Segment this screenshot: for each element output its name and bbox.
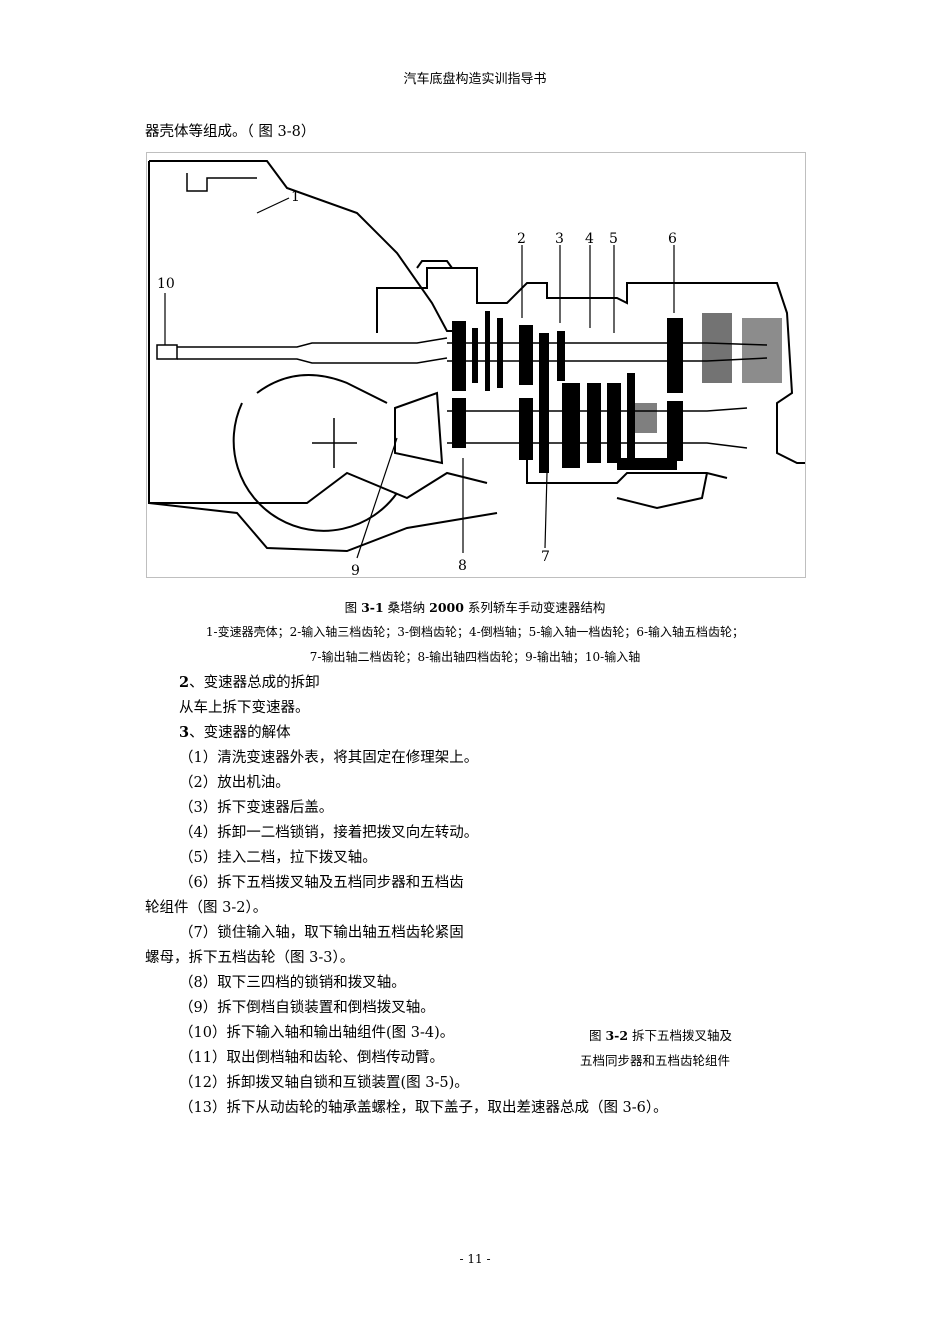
figure-3-2-caption-line-2: 五档同步器和五档齿轮组件: [580, 1053, 731, 1068]
side-caption-number: 3-2: [605, 1028, 629, 1043]
page-number: - 11 -: [459, 1252, 491, 1266]
differential-arc-top: [256, 374, 388, 404]
step-2: （2）放出机油。: [179, 775, 290, 791]
step-11: （11）取出倒档轴和齿轮、倒档传动臂。: [179, 1050, 444, 1066]
housing-bottom: [148, 502, 498, 553]
section-2-number: 2: [179, 674, 190, 691]
step-8: （8）取下三四档的锁销和拨叉轴。: [179, 975, 406, 991]
input-shaft-bottom: [177, 357, 448, 364]
step-13: （13）拆下从动齿轮的轴承盖螺栓，取下盖子，取出差速器总成（图 3-6）。: [179, 1100, 668, 1116]
caption-suffix: 系列轿车手动变速器结构: [463, 600, 606, 615]
label-2: 2: [517, 231, 526, 247]
caption-legend-line-1: 1-变速器壳体；2-输入轴三档齿轮；3-倒档齿轮；4-倒档轴；5-输入轴一档齿轮…: [205, 625, 745, 639]
lower-casing: [526, 453, 728, 484]
step-3: （3）拆下变速器后盖。: [179, 800, 334, 816]
transmission-drawing: 1 2 3 4 5 6 7 8 9 10: [148, 160, 805, 577]
label-10: 10: [157, 276, 175, 292]
lower-casing-ring: [616, 472, 708, 510]
housing-flange: [186, 173, 257, 192]
caption-number: 3-1: [361, 600, 384, 615]
housing-outline-lower: [148, 161, 488, 504]
step-9: （9）拆下倒档自锁装置和倒档拨叉轴。: [179, 1000, 435, 1016]
label-1: 1: [291, 189, 300, 205]
step-10: （10）拆下输入轴和输出轴组件(图 3-4)。: [179, 1025, 455, 1041]
label-3: 3: [555, 231, 564, 247]
section-2-title: 、变速器总成的拆卸: [189, 675, 320, 691]
label-4: 4: [585, 231, 594, 247]
caption-legend-line-2: 7-输出轴二档齿轮；8-输出轴四档齿轮；9-输出轴；10-输入轴: [309, 650, 641, 664]
section-2-text: 从车上拆下变速器。: [179, 700, 310, 716]
caption-mid: 桑塔纳: [383, 600, 430, 615]
input-shaft-top: [177, 337, 448, 348]
step-6-line-1: （6）拆下五档拨叉轴及五档同步器和五档齿: [179, 875, 464, 891]
caption-prefix: 图: [344, 600, 362, 615]
step-5: （5）挂入二档，拉下拨叉轴。: [179, 850, 377, 866]
page-header: 汽车底盘构造实训指导书: [403, 72, 547, 87]
section-3-number: 3: [179, 724, 190, 741]
pinion-gear: [394, 391, 444, 465]
transmission-diagram: 1 2 3 4 5 6 7 8 9 10: [146, 152, 806, 578]
gear-blocks: [452, 311, 782, 473]
housing-outline-upper: [149, 160, 462, 332]
label-7: 7: [541, 549, 550, 565]
input-shaft-end: [156, 344, 178, 360]
intro-text: 器壳体等组成。（ 图 3-8）: [145, 124, 316, 140]
output-shaft-top: [447, 407, 748, 412]
label-8: 8: [458, 558, 467, 574]
step-1: （1）清洗变速器外表，将其固定在修理架上。: [179, 750, 479, 766]
step-7-line-2: 螺母，拆下五档齿轮（图 3-3）。: [145, 950, 355, 966]
step-12: （12）拆卸拨叉轴自锁和互锁装置(图 3-5)。: [179, 1075, 469, 1091]
output-shaft-bottom: [447, 442, 748, 449]
casing-lug: [416, 260, 453, 269]
figure-caption: 图 3-1 桑塔纳 2000 系列轿车手动变速器结构: [0, 597, 950, 616]
section-2-heading: 2、变速器总成的拆卸: [179, 671, 320, 692]
side-caption-rest: 拆下五档拨叉轴及: [628, 1028, 733, 1043]
section-3-title: 、变速器的解体: [189, 725, 291, 741]
label-9: 9: [351, 563, 360, 577]
label-6: 6: [668, 231, 677, 247]
step-7-line-1: （7）锁住输入轴，取下输出轴五档齿轮紧固: [179, 925, 464, 941]
section-3-heading: 3、变速器的解体: [179, 721, 291, 742]
caption-model: 2000: [429, 600, 464, 615]
differential-housing-arc: [232, 402, 398, 532]
side-caption-prefix: 图: [589, 1028, 606, 1043]
label-5: 5: [609, 231, 618, 247]
step-4: （4）拆卸一二档锁销，接着把拨叉向左转动。: [179, 825, 479, 841]
leader-lines: [164, 197, 675, 559]
step-6-line-2: 轮组件（图 3-2）。: [145, 900, 268, 916]
figure-3-2-caption-line-1: 图 3-2 拆下五档拨叉轴及: [589, 1025, 732, 1044]
upper-casing: [376, 267, 805, 464]
